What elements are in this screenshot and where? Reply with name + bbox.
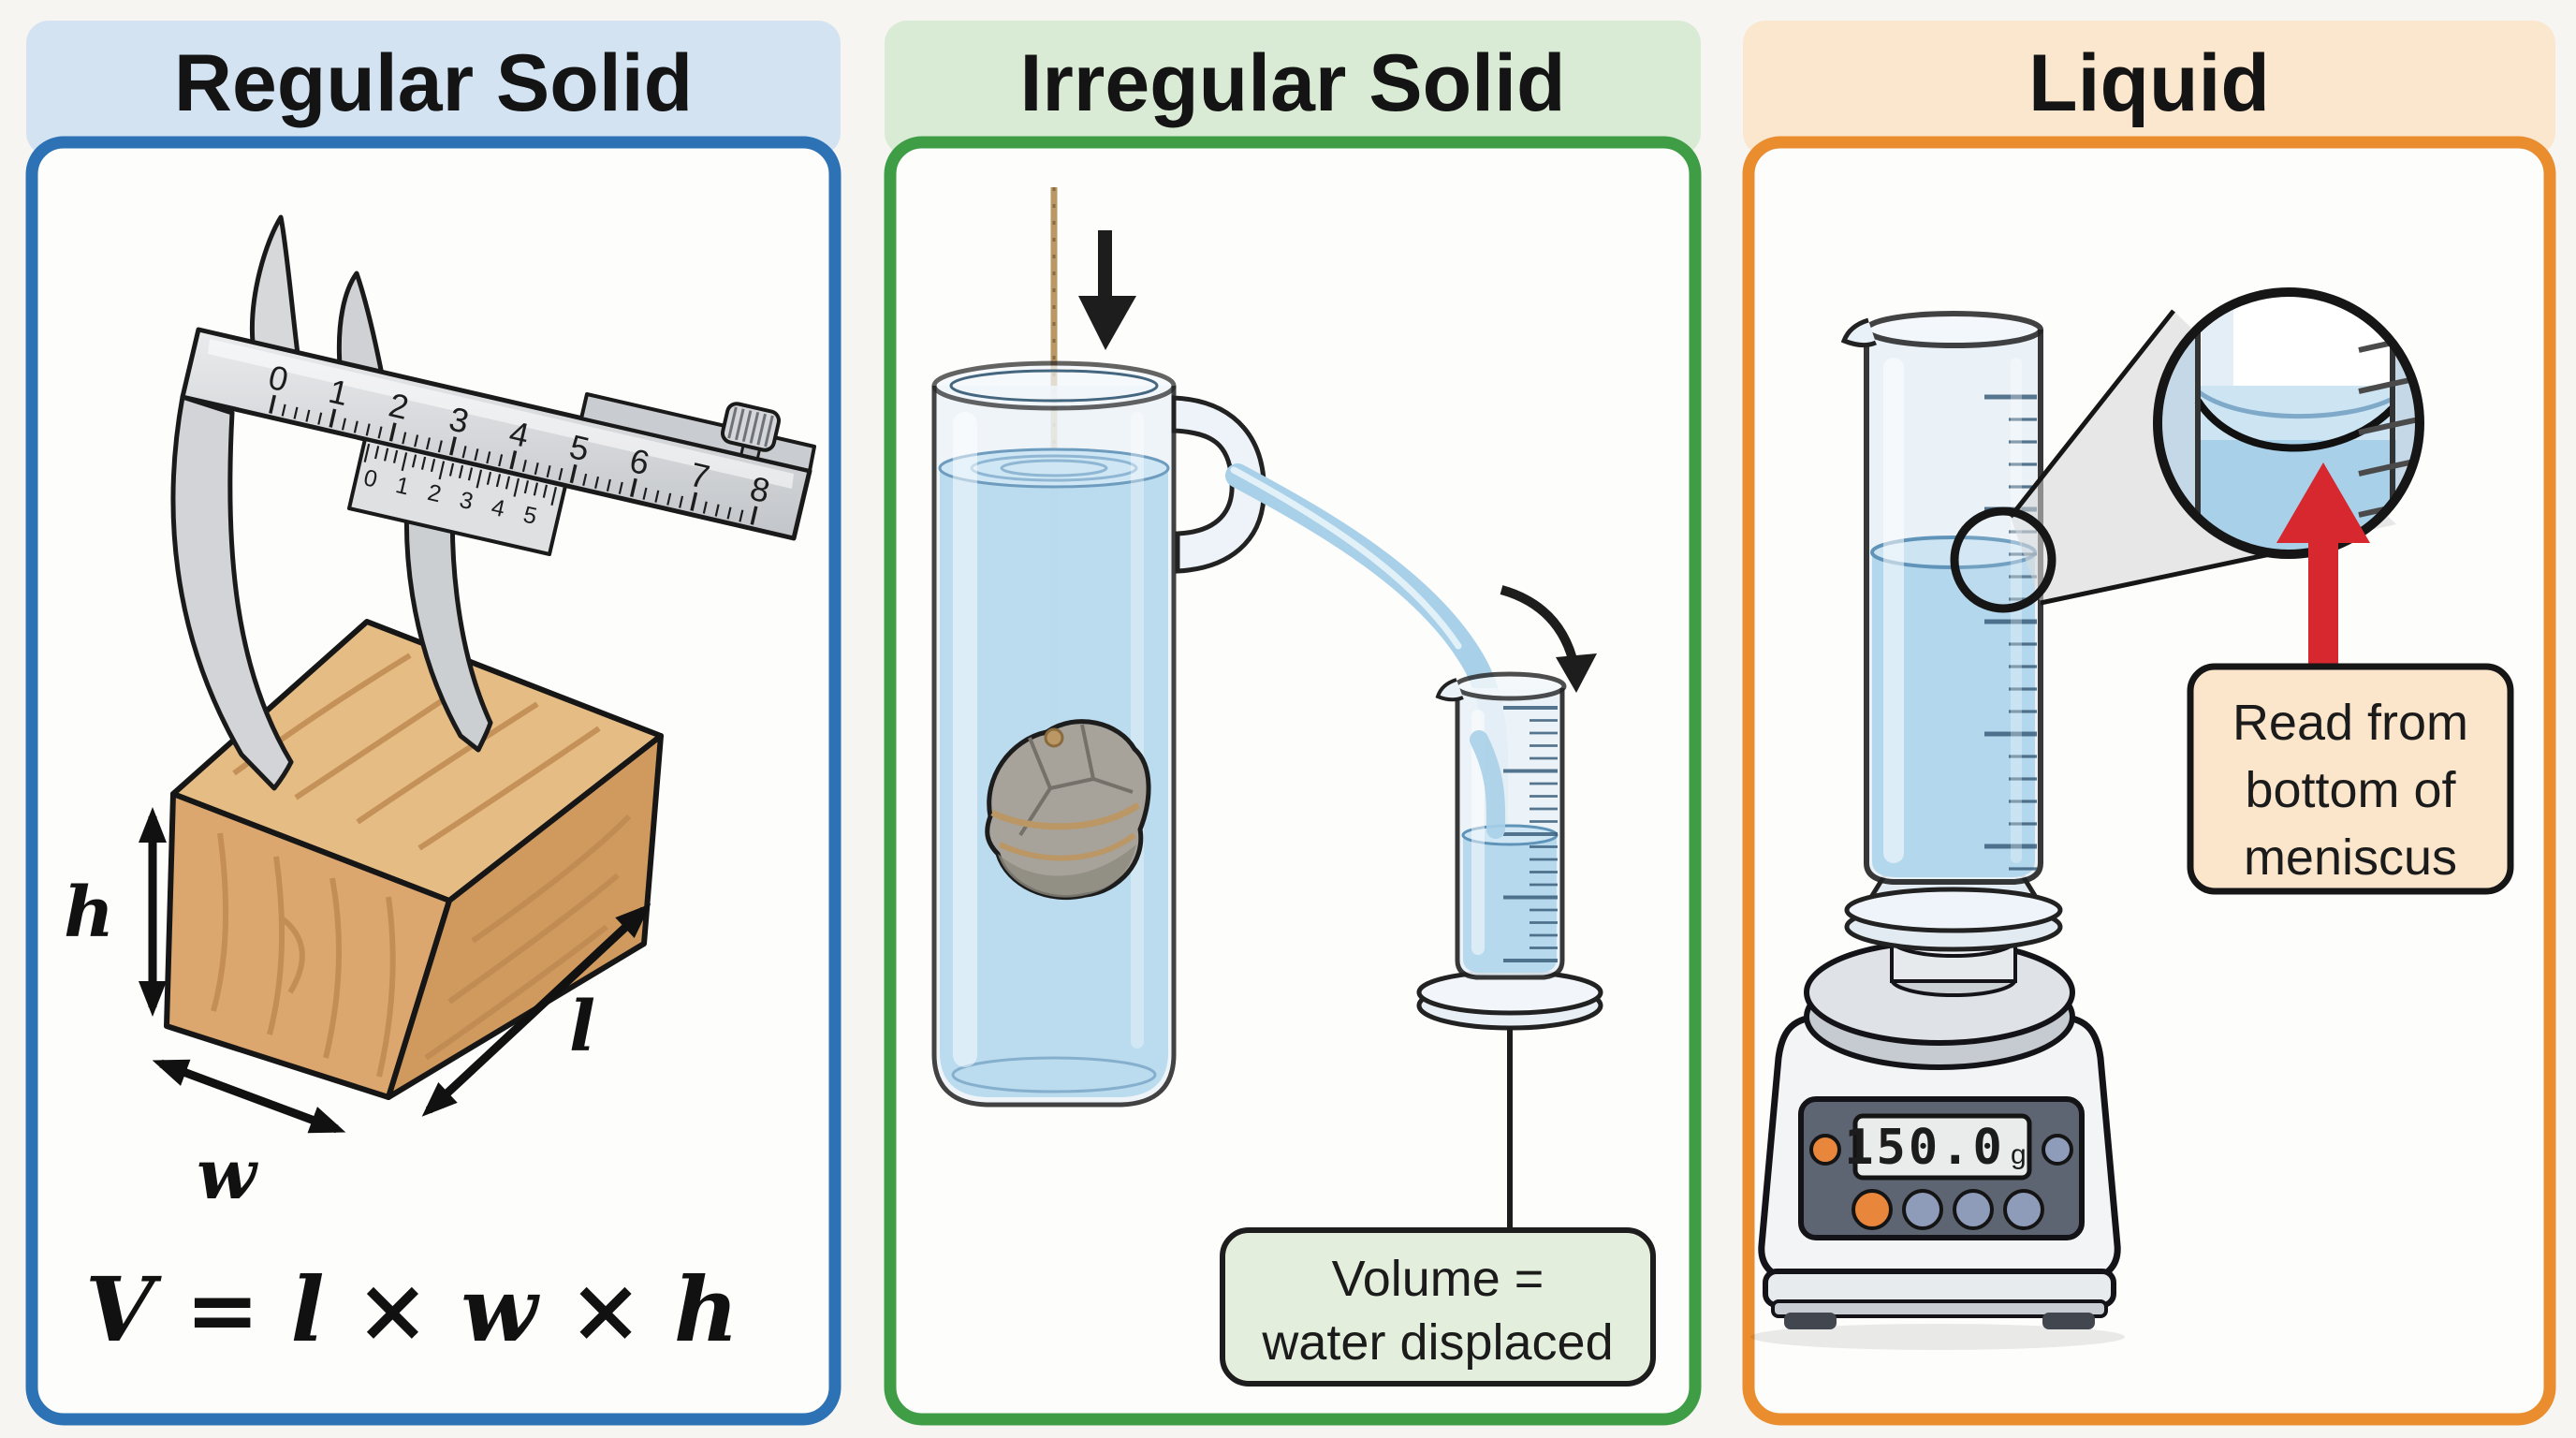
panel-header-band [885,21,1701,155]
beaker-spout [1171,395,1266,574]
dimension-arrows: h w l [64,807,651,1215]
cylinder-pour-lip [1840,317,1877,348]
svg-text:2: 2 [425,479,444,507]
svg-text:0: 0 [361,464,380,492]
caliper-thumbscrew [720,402,782,452]
cylinder-scale-ticks [1503,706,1558,962]
svg-text:4: 4 [489,494,507,522]
rock [985,719,1151,901]
panel-title: Regular Solid [174,38,693,128]
svg-text:5: 5 [520,502,539,530]
volume-callout-box [1220,1227,1656,1387]
width-arrow-icon [152,1059,346,1134]
digital-balance: 150.0 g [1750,922,2125,1350]
magnifier-source-circle [1950,506,2056,613]
length-label: l [569,987,595,1067]
tall-graduated-cylinder [1840,311,2063,952]
panel-title: Liquid [2028,38,2270,128]
cylinder-rim [1864,311,2043,348]
caliper-main-ticks [269,394,758,525]
tare-button[interactable] [1852,1189,1893,1230]
width-label: w [197,1135,258,1215]
lcd-display [1852,1113,2032,1181]
meniscus-arrow-icon [2276,462,2370,685]
svg-text:3: 3 [457,487,476,515]
cylinder-rim [1453,671,1567,701]
panel-header-band [1743,21,2555,155]
rope-knot [1044,727,1064,748]
graduated-cylinder [1416,671,1603,1031]
lowering-arrow-icon [1078,230,1136,350]
balance-foot [2042,1313,2095,1329]
height-label: h [64,873,114,953]
balance-foot [1784,1313,1837,1329]
panel-title: Irregular Solid [1019,38,1565,128]
volume-formula: V = l × w × h [85,1258,739,1362]
rope-wrap [990,802,1140,830]
power-button[interactable] [1809,1134,1841,1166]
volume-callout-line2: water displaced [1261,1314,1613,1371]
cylinder-water [1872,554,2035,877]
function-button[interactable] [1902,1189,1943,1230]
mass-readout: 150.0 [1844,1120,2005,1176]
mode-button[interactable] [2042,1134,2073,1166]
panel-regular-solid: Regular Solid [25,21,842,1426]
length-arrow-icon [421,903,651,1117]
cylinder-pour-lip [1435,678,1464,702]
mass-unit: g [2011,1139,2027,1170]
meniscus-curve [2194,398,2395,452]
panel-irregular-solid: Irregular Solid [884,21,1702,1426]
meniscus-callout-line3: meniscus [2244,829,2457,886]
pour-arrow-icon [1500,585,1597,693]
meniscus-callout-box [2187,663,2514,895]
caliper-upper-movable-jaw [336,271,385,377]
caliper-vernier-ticks [363,443,558,506]
caliper-upper-fixed-jaw [249,214,300,357]
panel-header-band [26,21,841,155]
meniscus-callout-line2: bottom of [2245,762,2456,818]
meniscus-callout-line1: Read from [2232,695,2468,751]
caliper-lower-fixed-jaw [170,394,294,791]
panel-liquid: Liquid 150.0 g [1742,21,2556,1426]
function-button[interactable] [1953,1189,1994,1230]
function-button[interactable] [2003,1189,2044,1230]
svg-text:1: 1 [393,472,412,500]
volume-callout-line1: Volume = [1332,1251,1544,1307]
